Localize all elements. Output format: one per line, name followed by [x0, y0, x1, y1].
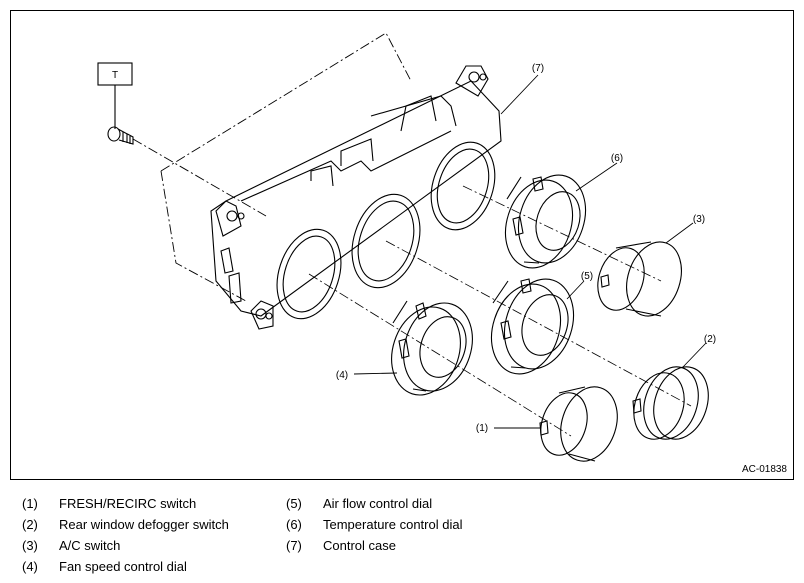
callout-3: (3)	[693, 214, 705, 225]
callout-1: (1)	[476, 423, 488, 434]
leader-lines	[353, 74, 707, 429]
legend-num: (3)	[22, 538, 38, 553]
exploded-view-drawing: T	[97, 32, 716, 462]
fresh-recirc-switch-part	[539, 386, 618, 462]
legend-text: Control case	[323, 538, 396, 553]
legend-text: Fan speed control dial	[59, 559, 187, 574]
projection-box	[132, 32, 412, 302]
legend-text: FRESH/RECIRC switch	[59, 496, 197, 511]
screw-part	[97, 62, 134, 145]
parts-legend: (1) FRESH/RECIRC switch (2) Rear window …	[22, 496, 792, 580]
fan-speed-dial-part	[391, 300, 473, 396]
legend-num: (7)	[286, 538, 302, 553]
defogger-switch-part	[632, 366, 709, 440]
legend-text: Temperature control dial	[323, 517, 463, 532]
legend-text: A/C switch	[59, 538, 121, 553]
legend-text: Air flow control dial	[323, 496, 433, 511]
air-flow-dial-part	[490, 278, 575, 375]
assembly-axis-lines	[308, 185, 692, 437]
legend-num: (4)	[22, 559, 38, 574]
callout-7: (7)	[532, 63, 544, 74]
callout-5: (5)	[581, 271, 593, 282]
figure-id: AC-01838	[741, 464, 787, 475]
legend-num: (5)	[286, 496, 302, 511]
legend-num: (1)	[22, 496, 38, 511]
legend-num: (6)	[286, 517, 302, 532]
legend-text: Rear window defogger switch	[59, 517, 229, 532]
callout-6: (6)	[611, 153, 623, 164]
control-case-part	[210, 65, 502, 330]
temperature-dial-part	[504, 174, 587, 269]
exploded-view-figure: T	[10, 10, 794, 480]
callout-4: (4)	[336, 370, 348, 381]
legend-num: (2)	[22, 517, 38, 532]
screw-label-T: T	[112, 70, 118, 81]
ac-switch-part	[597, 241, 682, 317]
callout-2: (2)	[704, 334, 716, 345]
